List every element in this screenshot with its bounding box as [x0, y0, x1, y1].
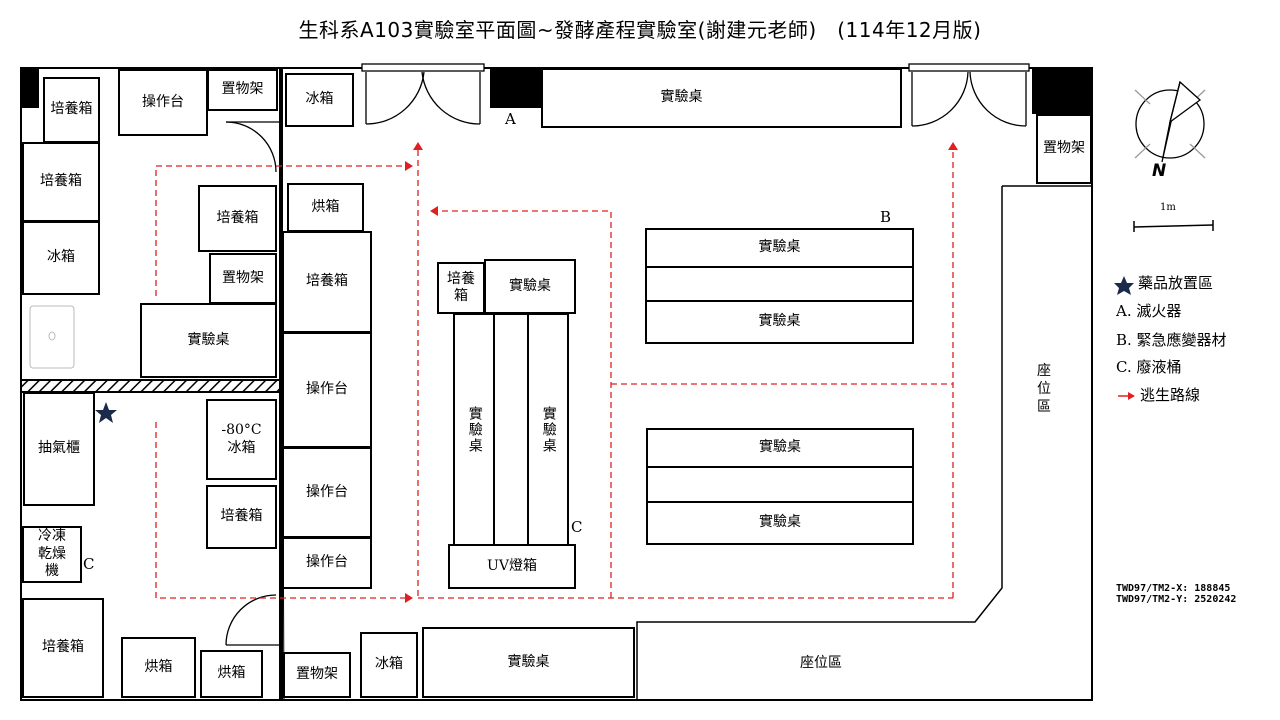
door-swing	[225, 121, 277, 173]
fume-hood: 抽氣櫃	[23, 392, 95, 506]
marker-a: A	[505, 110, 516, 128]
marker-c: C	[571, 518, 583, 536]
operation-bench: 操作台	[282, 537, 372, 589]
operation-bench: 操作台	[282, 447, 372, 538]
coordinate-x: TWD97/TM2-X: 188845	[1116, 583, 1231, 594]
shelf: 置物架	[283, 652, 351, 698]
legend-item-waste: C. 廢液桶	[1116, 358, 1182, 376]
scale-bar	[1133, 220, 1214, 232]
lab-bench-vertical: 實驗桌	[453, 313, 495, 546]
shelf: 置物架	[207, 69, 278, 111]
lab-bench-vertical: 實驗桌	[527, 313, 569, 546]
scale-label: 1m	[1160, 202, 1176, 213]
coordinate-y: TWD97/TM2-Y: 2520242	[1116, 594, 1237, 605]
lab-bench-spacer	[646, 466, 914, 503]
oven: 烘箱	[287, 183, 364, 232]
fridge: 冰箱	[22, 221, 100, 295]
wall-column	[490, 68, 542, 108]
lab-bench-label: 實驗桌	[660, 89, 703, 106]
escape-route	[155, 150, 954, 599]
culture-box: 培養箱	[437, 262, 485, 314]
shelf: 置物架	[1036, 114, 1092, 184]
legend-item-emergency: B. 緊急應變器材	[1116, 331, 1227, 349]
seating-area-label-right: 座位區	[1037, 363, 1051, 416]
culture-box: 培養箱	[198, 185, 277, 252]
lab-bench: 實驗桌	[541, 68, 902, 128]
lab-bench: 實驗桌	[484, 259, 576, 314]
culture-box: 培養箱	[206, 485, 277, 549]
lab-bench-spacer	[645, 266, 914, 302]
partition-wall-hatched	[20, 379, 282, 393]
legend-item-chemicals: 藥品放置區	[1138, 274, 1214, 292]
wall-column	[21, 68, 39, 108]
culture-box: 培養箱	[282, 231, 372, 333]
uv-box: UV燈箱	[448, 544, 576, 589]
red-arrow-icon	[1118, 392, 1135, 400]
culture-box: 培養箱	[22, 598, 104, 698]
freeze-dryer: 冷凍乾燥機	[22, 526, 82, 583]
culture-box: 培養箱	[22, 142, 100, 222]
lab-bench: 實驗桌	[646, 501, 914, 545]
culture-box: 培養箱	[43, 77, 100, 143]
seating-area-label-bottom: 座位區	[800, 655, 842, 671]
operation-bench: 操作台	[282, 332, 372, 448]
oven: 烘箱	[200, 650, 263, 698]
shelf: 置物架	[209, 253, 277, 304]
operation-bench: 操作台	[118, 69, 208, 136]
marker-c: C	[83, 555, 95, 573]
lab-bench-vertical-middle	[493, 313, 529, 546]
fridge: 冰箱	[285, 73, 354, 127]
wall-column	[1032, 68, 1092, 114]
lab-bench: 實驗桌	[140, 303, 277, 378]
lab-bench: 實驗桌	[646, 428, 914, 468]
star-icon	[95, 402, 117, 423]
star-icon	[1114, 276, 1134, 295]
double-door	[908, 63, 1030, 127]
culture-box-label: 培養箱	[447, 270, 475, 305]
marker-b: B	[880, 208, 892, 226]
sink-icon	[29, 305, 75, 369]
double-door	[361, 63, 485, 125]
legend-item-escape: 逃生路線	[1140, 386, 1201, 404]
lab-bench: 實驗桌	[422, 627, 635, 698]
lab-bench-label: 實驗桌	[540, 405, 557, 454]
north-label: N	[1152, 161, 1167, 181]
door-swing	[225, 594, 277, 646]
freezer-minus-80: -80°C 冰箱	[206, 399, 277, 480]
lab-bench: 實驗桌	[645, 228, 914, 268]
seating-area-outline	[636, 185, 1092, 700]
red-arrow-icon	[405, 142, 958, 603]
page-title: 生科系A103實驗室平面圖~發酵產程實驗室(謝建元老師) (114年12月版)	[298, 18, 982, 42]
lab-bench: 實驗桌	[645, 300, 914, 344]
north-arrow-icon	[1134, 80, 1206, 163]
fridge: 冰箱	[360, 632, 418, 698]
legend-item-extinguisher: A. 滅火器	[1116, 302, 1182, 320]
oven: 烘箱	[121, 637, 196, 698]
lab-bench-label: 實驗桌	[466, 405, 483, 454]
freeze-dryer-label: 冷凍乾燥機	[38, 528, 66, 580]
